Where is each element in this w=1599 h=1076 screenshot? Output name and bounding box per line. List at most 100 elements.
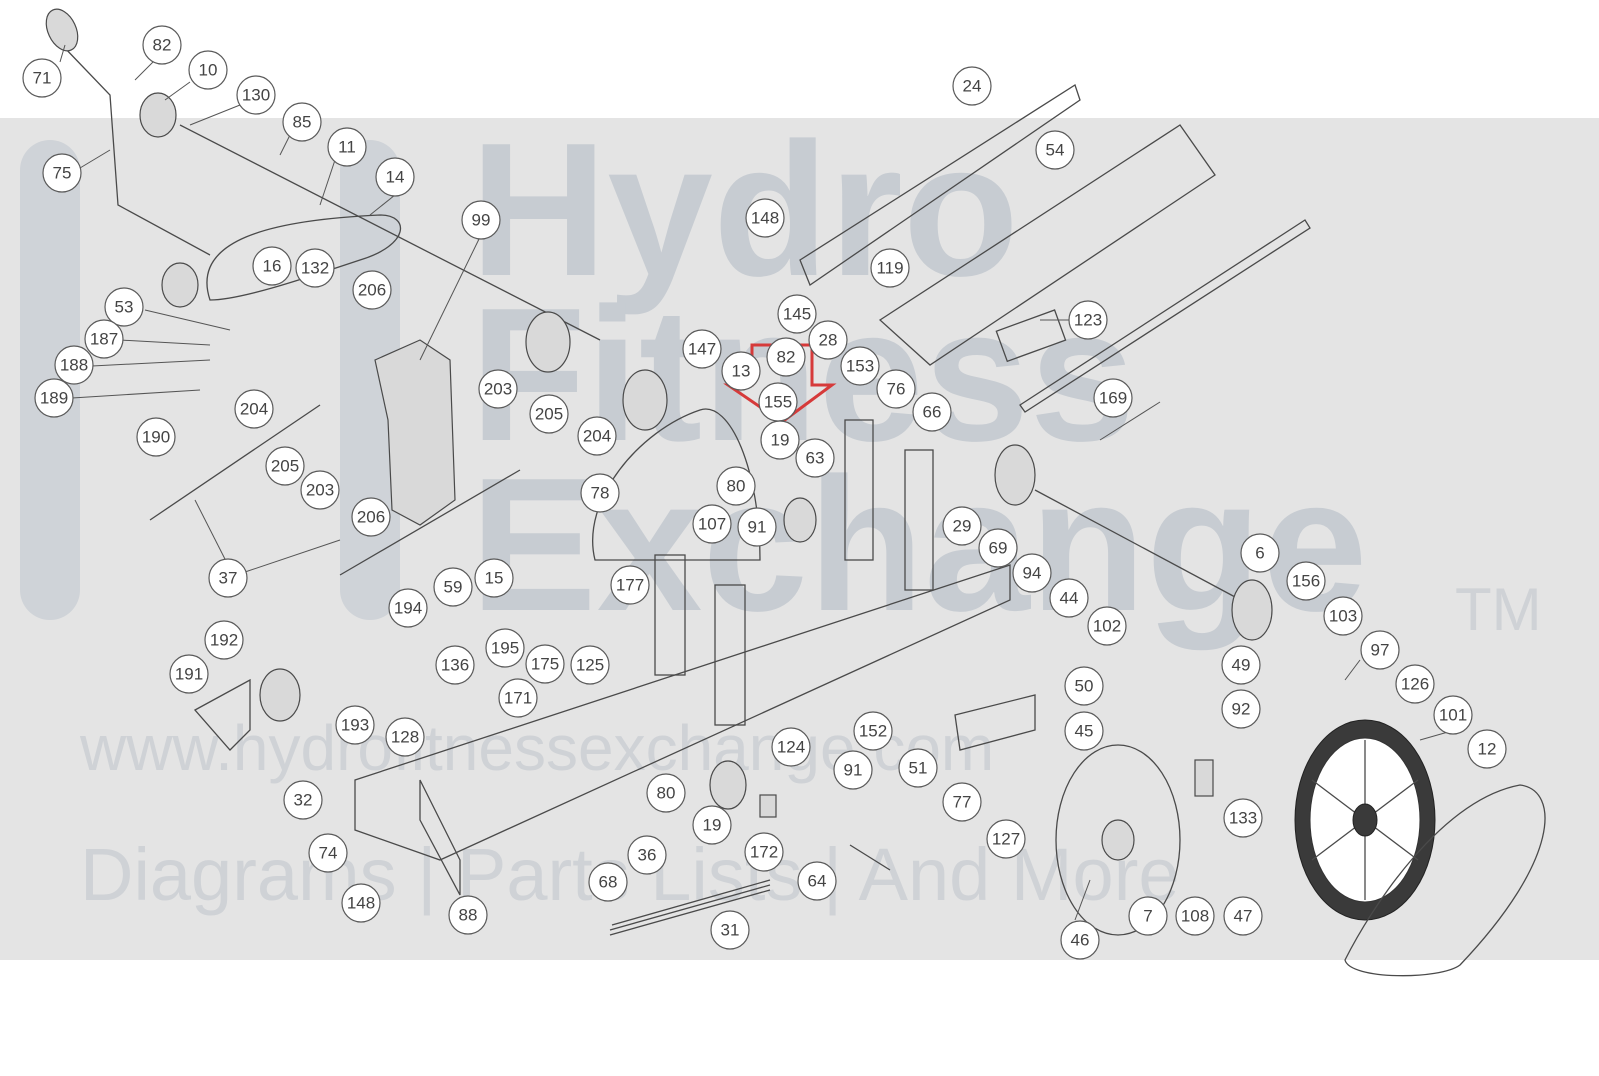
callout-circle bbox=[448, 895, 488, 935]
callout-number: 152 bbox=[859, 722, 887, 741]
top-rail-left bbox=[799, 84, 1081, 286]
callout-76: 76 bbox=[876, 369, 916, 409]
callout-circle bbox=[682, 329, 722, 369]
callout-169: 169 bbox=[1093, 378, 1133, 418]
callout-circle bbox=[478, 369, 518, 409]
callout-125: 125 bbox=[570, 645, 610, 685]
callout-circle bbox=[34, 378, 74, 418]
callout-circle bbox=[570, 645, 610, 685]
callout-number: 28 bbox=[819, 331, 838, 350]
callout-number: 82 bbox=[777, 348, 796, 367]
callout-number: 204 bbox=[583, 427, 611, 446]
callout-number: 187 bbox=[90, 330, 118, 349]
callout-circle bbox=[435, 645, 475, 685]
callout-circle bbox=[771, 727, 811, 767]
flange-bearing-upper bbox=[139, 92, 177, 138]
callout-203: 203 bbox=[478, 369, 518, 409]
callout-circle bbox=[853, 711, 893, 751]
callout-7: 7 bbox=[1128, 896, 1168, 936]
callout-64: 64 bbox=[797, 861, 837, 901]
callout-175: 175 bbox=[525, 644, 565, 684]
callout-133: 133 bbox=[1223, 798, 1263, 838]
callout-circle bbox=[1467, 729, 1507, 769]
callout-circle bbox=[692, 805, 732, 845]
callout-number: 80 bbox=[657, 784, 676, 803]
callout-circle bbox=[898, 748, 938, 788]
watermark-brand-line-1: Hydro bbox=[470, 104, 1019, 316]
callout-10: 10 bbox=[188, 50, 228, 90]
callout-number: 49 bbox=[1232, 656, 1251, 675]
callout-80: 80 bbox=[716, 466, 756, 506]
callout-148: 148 bbox=[341, 883, 381, 923]
callout-number: 64 bbox=[808, 872, 827, 891]
line-art bbox=[45, 8, 1546, 977]
callout-78: 78 bbox=[580, 473, 620, 513]
watermark-trademark: TM bbox=[1455, 576, 1542, 643]
callout-number: 11 bbox=[338, 138, 356, 157]
callout-circle bbox=[978, 528, 1018, 568]
callout-circle bbox=[1323, 596, 1363, 636]
callout-number: 14 bbox=[386, 168, 405, 187]
callout-101: 101 bbox=[1433, 695, 1473, 735]
callout-number: 153 bbox=[846, 357, 874, 376]
callout-circle bbox=[474, 558, 514, 598]
callout-156: 156 bbox=[1286, 561, 1326, 601]
upright-4 bbox=[904, 449, 934, 591]
callout-number: 7 bbox=[1143, 907, 1152, 926]
callout-circle bbox=[352, 270, 392, 310]
callout-number: 91 bbox=[844, 761, 863, 780]
callout-number: 15 bbox=[485, 569, 504, 588]
callout-number: 102 bbox=[1093, 617, 1121, 636]
callout-number: 194 bbox=[394, 599, 422, 618]
callout-number: 136 bbox=[441, 656, 469, 675]
callout-108: 108 bbox=[1175, 896, 1215, 936]
callout-circle bbox=[942, 506, 982, 546]
callout-circle bbox=[610, 565, 650, 605]
callout-107: 107 bbox=[692, 504, 732, 544]
callout-circle bbox=[375, 157, 415, 197]
callout-190: 190 bbox=[136, 417, 176, 457]
callout-number: 77 bbox=[953, 793, 972, 812]
callout-147: 147 bbox=[682, 329, 722, 369]
callout-circle bbox=[22, 58, 62, 98]
callout-number: 128 bbox=[391, 728, 419, 747]
callout-number: 36 bbox=[638, 846, 657, 865]
callout-80: 80 bbox=[646, 773, 686, 813]
callout-number: 205 bbox=[271, 457, 299, 476]
callout-circle bbox=[351, 497, 391, 537]
callout-44: 44 bbox=[1049, 578, 1089, 618]
callout-14: 14 bbox=[375, 157, 415, 197]
callout-number: 99 bbox=[472, 211, 491, 230]
callout-circle bbox=[1223, 798, 1263, 838]
callout-number: 78 bbox=[591, 484, 610, 503]
callout-circle bbox=[1060, 920, 1100, 960]
motor-housing bbox=[374, 339, 456, 526]
callout-circle bbox=[1064, 711, 1104, 751]
callout-circle bbox=[1221, 689, 1261, 729]
callout-circle bbox=[1035, 130, 1075, 170]
callout-circle bbox=[1064, 666, 1104, 706]
callout-circle bbox=[986, 819, 1026, 859]
plate-50 bbox=[954, 694, 1036, 751]
callout-59: 59 bbox=[433, 567, 473, 607]
callout-number: 188 bbox=[60, 356, 88, 375]
callout-circle bbox=[721, 351, 761, 391]
callout-177: 177 bbox=[610, 565, 650, 605]
callout-circle bbox=[588, 862, 628, 902]
callout-136: 136 bbox=[435, 645, 475, 685]
callout-circle bbox=[710, 910, 750, 950]
callout-circle bbox=[833, 750, 873, 790]
callout-128: 128 bbox=[385, 717, 425, 757]
tension-rod-2 bbox=[339, 469, 521, 576]
callout-circle bbox=[283, 780, 323, 820]
callout-number: 148 bbox=[751, 209, 779, 228]
callout-circle bbox=[433, 567, 473, 607]
long-bolt bbox=[849, 844, 891, 871]
callout-number: 75 bbox=[53, 164, 72, 183]
callout-49: 49 bbox=[1221, 645, 1261, 685]
watermark: Hydro Fitness Exchange TM www.hydrofitne… bbox=[0, 104, 1599, 960]
callout-63: 63 bbox=[795, 438, 835, 478]
callout-46: 46 bbox=[1060, 920, 1100, 960]
main-frame-rail bbox=[354, 564, 1011, 861]
callout-circle bbox=[737, 507, 777, 547]
